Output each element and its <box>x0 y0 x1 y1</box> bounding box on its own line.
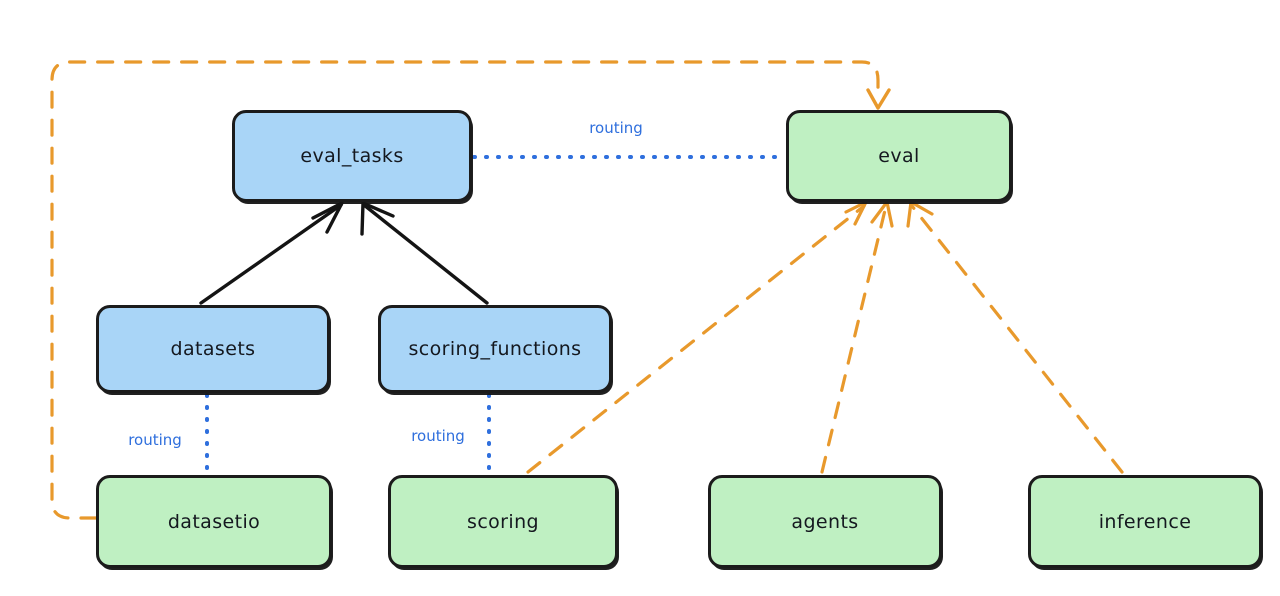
edge-label-routing-scoring_functions-scoring: routing <box>411 427 465 445</box>
arrowhead-scoring-to-eval <box>844 200 868 226</box>
edge-label-routing-eval_tasks-eval: routing <box>589 119 643 137</box>
node-eval[interactable]: eval <box>786 110 1012 202</box>
arrowhead-datasetio-to-eval <box>866 88 891 110</box>
edge-agents-to-eval <box>820 204 888 474</box>
edge-datasets-to-eval_tasks <box>199 203 343 305</box>
node-scoring[interactable]: scoring <box>388 475 618 568</box>
node-datasets[interactable]: datasets <box>96 305 330 393</box>
arrowhead-agents-to-eval <box>870 200 894 228</box>
node-label-datasets: datasets <box>170 338 256 360</box>
node-datasetio[interactable]: datasetio <box>96 475 332 568</box>
edge-scoring_functions-to-eval_tasks <box>362 203 489 305</box>
node-inference[interactable]: inference <box>1028 475 1262 568</box>
node-scoring_functions[interactable]: scoring_functions <box>378 305 612 393</box>
node-label-eval: eval <box>878 145 920 167</box>
arrowhead-inference-to-eval <box>906 200 934 228</box>
arrowhead-scoring_functions-to-eval_tasks <box>360 201 395 236</box>
arrowhead-datasets-to-eval_tasks <box>311 201 344 234</box>
node-label-eval_tasks: eval_tasks <box>300 145 404 167</box>
edge-inference-to-eval <box>910 204 1124 474</box>
node-label-scoring: scoring <box>467 510 539 533</box>
node-label-datasetio: datasetio <box>167 510 261 533</box>
node-agents[interactable]: agents <box>708 475 942 568</box>
node-label-agents: agents <box>791 510 859 533</box>
node-label-inference: inference <box>1098 510 1192 533</box>
edge-scoring-to-eval <box>526 204 866 474</box>
edge-datasetio-to-eval <box>50 60 880 520</box>
node-label-scoring_functions: scoring_functions <box>408 338 582 360</box>
edge-label-routing-datasets-datasetio: routing <box>128 431 182 449</box>
node-eval_tasks[interactable]: eval_tasks <box>232 110 472 202</box>
